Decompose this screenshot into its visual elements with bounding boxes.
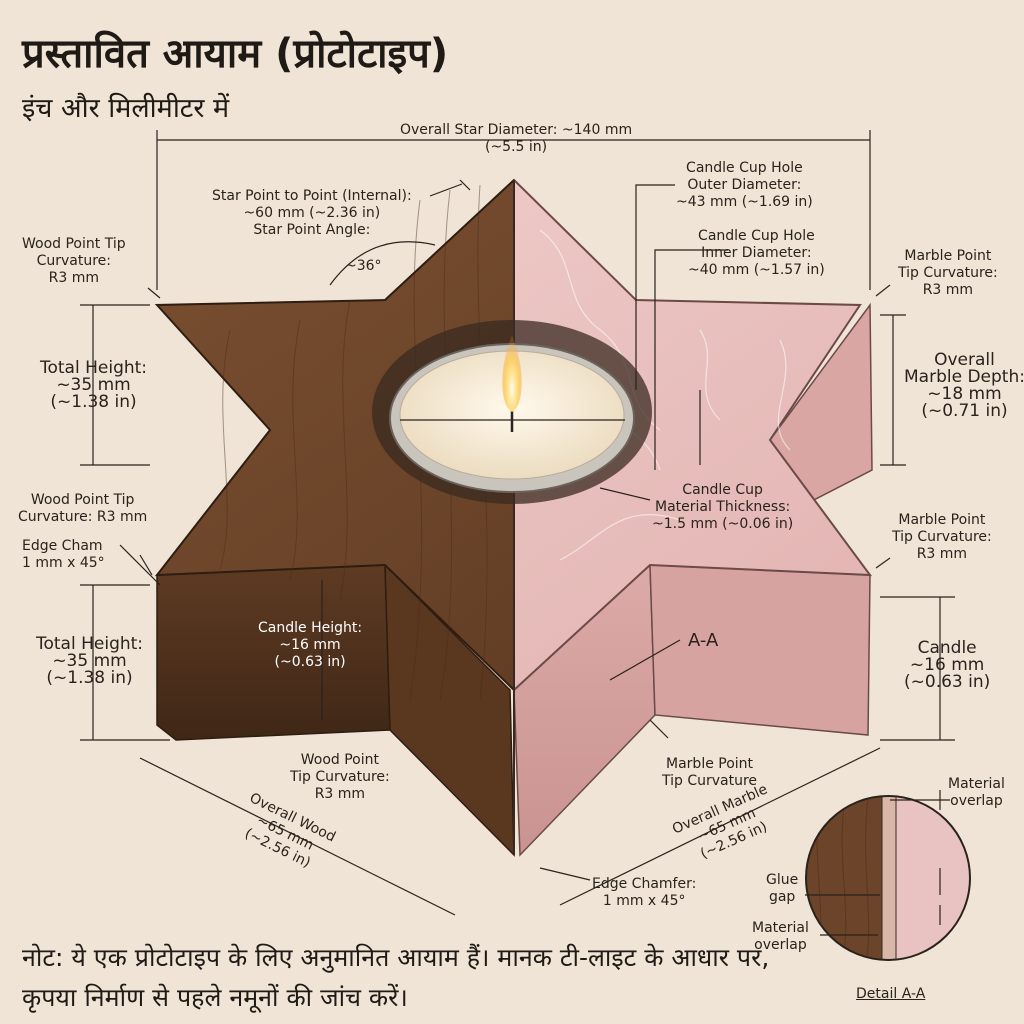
label-edge-chamfer-bottom: Edge Chamfer:1 mm x 45° — [592, 876, 697, 909]
page-title: प्रस्तावित आयाम (प्रोटोटाइप) — [22, 31, 449, 77]
footer-note: नोट: ये एक प्रोटोटाइप के लिए अनुमानित आय… — [22, 943, 770, 1012]
page-subtitle: इंच और मिलीमीटर में — [22, 93, 230, 124]
wood-top — [154, 178, 514, 701]
label-total-height-bottom: Total Height:~35 mm(~1.38 in) — [36, 634, 144, 688]
label-star-point-to-point: Star Point to Point (Internal):~60 mm (~… — [212, 188, 412, 238]
label-total-height-top: Total Height:~35 mm(~1.38 in) — [40, 358, 148, 412]
label-detail-aa: Detail A-A — [856, 986, 926, 1002]
label-section-aa: A-A — [688, 630, 719, 651]
label-candle-height: Candle Height:~16 mm(~0.63 in) — [258, 620, 363, 670]
label-overall-star-diameter: Overall Star Diameter: ~140 mm(~5.5 in) — [400, 122, 633, 155]
candle-cup — [372, 320, 652, 504]
detail-aa-view — [805, 790, 971, 961]
marble-side-faces — [513, 302, 873, 857]
label-candle-right: Candle~16 mm(~0.63 in) — [904, 638, 991, 692]
label-star-point-angle: ~36° — [345, 258, 382, 274]
dimension-lines — [80, 130, 955, 916]
marble-top — [514, 178, 873, 692]
